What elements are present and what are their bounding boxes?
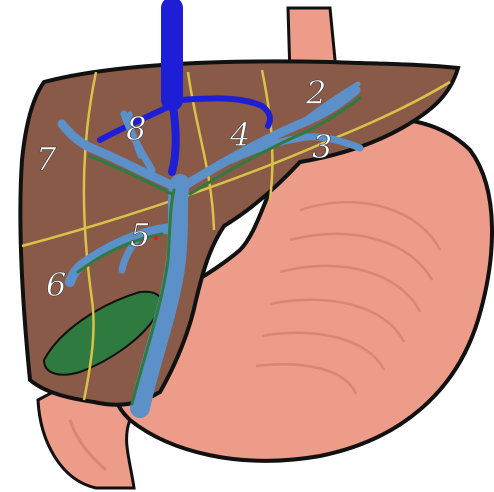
segment-label-7: 7 xyxy=(36,140,57,178)
segment-label-2: 2 xyxy=(305,74,326,112)
segment-label-8: 8 xyxy=(126,110,146,148)
segment-label-4: 4 xyxy=(229,116,250,154)
segment-label-3: 3 xyxy=(312,128,332,166)
segment-label-6: 6 xyxy=(46,266,66,304)
segment-label-5: 5 xyxy=(130,216,150,254)
marker-dot xyxy=(154,236,158,240)
middle-hepatic-vein xyxy=(172,100,176,172)
